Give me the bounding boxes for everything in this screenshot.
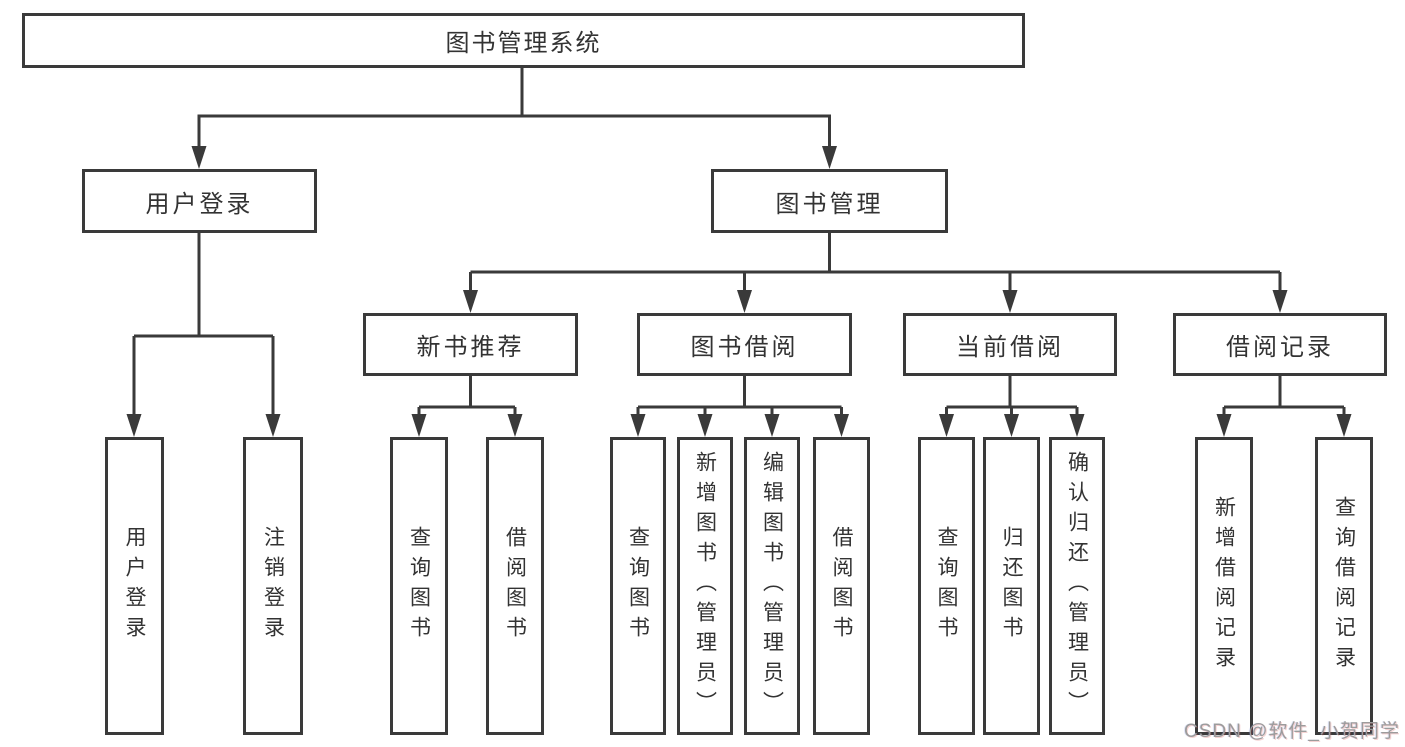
leaf-borrowing-edit-books-admin: 编辑图书（管理员） xyxy=(744,437,800,735)
node-label: 当前借阅 xyxy=(956,334,1064,361)
node-book-borrowing: 图书借阅 xyxy=(637,313,852,376)
node-new-book-recommendation: 新书推荐 xyxy=(363,313,578,376)
leaf-label: 归还图书 xyxy=(1000,526,1023,646)
leaf-borrowing-add-books-admin: 新增图书（管理员） xyxy=(677,437,733,735)
node-library-management-system: 图书管理系统 xyxy=(22,13,1025,68)
node-current-borrowing: 当前借阅 xyxy=(903,313,1117,376)
leaf-label: 用户登录 xyxy=(123,526,146,646)
leaf-current-confirm-return-admin: 确认归还（管理员） xyxy=(1049,437,1105,735)
leaf-label: 查询图书 xyxy=(935,526,958,646)
csdn-watermark: CSDN @软件_小贺同学 xyxy=(1184,721,1400,742)
leaf-borrowing-borrow-books: 借阅图书 xyxy=(813,437,870,735)
leaf-current-return-books: 归还图书 xyxy=(983,437,1040,735)
node-label: 图书管理 xyxy=(775,190,884,218)
leaf-logout: 注销登录 xyxy=(243,437,303,735)
leaf-records-query-borrow-record: 查询借阅记录 xyxy=(1315,437,1373,735)
node-book-management: 图书管理 xyxy=(711,169,948,233)
node-label: 新书推荐 xyxy=(416,334,525,361)
node-borrowing-records: 借阅记录 xyxy=(1173,313,1387,376)
leaf-current-query-books: 查询图书 xyxy=(918,437,975,735)
arrowheads xyxy=(126,146,1352,437)
node-label: 图书管理系统 xyxy=(445,30,602,57)
node-label: 图书借阅 xyxy=(690,334,799,361)
leaf-label: 借阅图书 xyxy=(830,526,853,646)
leaf-label: 查询图书 xyxy=(626,526,650,646)
node-label: 借阅记录 xyxy=(1226,334,1334,361)
leaf-label: 新增图书（管理员） xyxy=(693,451,717,721)
leaf-label: 借阅图书 xyxy=(503,526,527,646)
leaf-label: 注销登录 xyxy=(261,526,285,646)
leaf-label: 查询借阅记录 xyxy=(1332,496,1356,676)
leaf-records-add-borrow-record: 新增借阅记录 xyxy=(1195,437,1253,735)
leaf-label: 新增借阅记录 xyxy=(1212,496,1236,676)
node-user-login: 用户登录 xyxy=(82,169,317,233)
leaf-label: 确认归还（管理员） xyxy=(1065,451,1089,721)
leaf-borrowing-query-books: 查询图书 xyxy=(610,437,666,735)
leaf-label: 编辑图书（管理员） xyxy=(760,451,784,721)
leaf-user-login: 用户登录 xyxy=(105,437,164,735)
node-label: 用户登录 xyxy=(145,190,254,218)
leaf-label: 查询图书 xyxy=(407,526,431,646)
leaf-recommend-borrow-books: 借阅图书 xyxy=(486,437,544,735)
leaf-recommend-query-books: 查询图书 xyxy=(390,437,448,735)
